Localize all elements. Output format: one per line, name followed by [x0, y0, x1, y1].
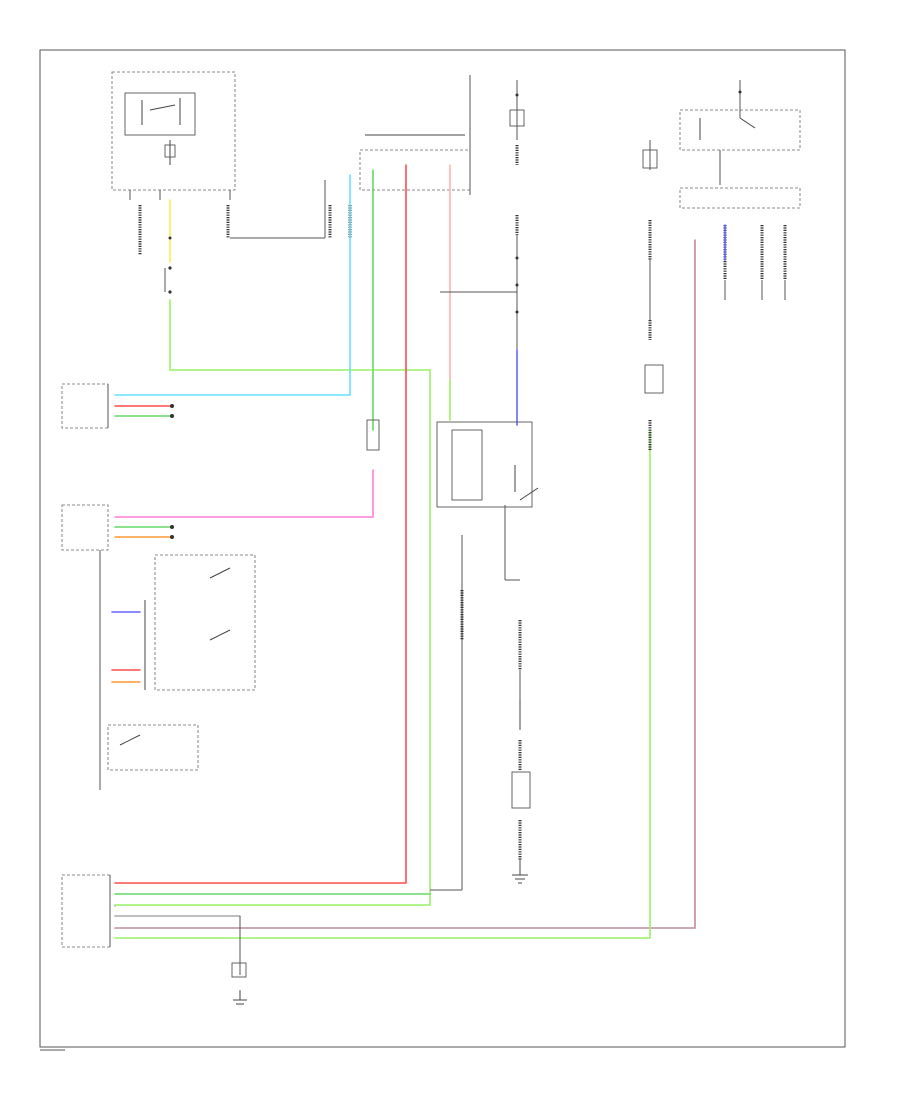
multiplex-network-body-ecu — [61, 874, 111, 948]
wire-junction-dots — [168, 236, 174, 539]
wire-red — [114, 164, 407, 884]
junction-connector — [349, 75, 471, 205]
wire-mauve-bottom — [114, 239, 696, 929]
headlight-relay-box-right — [642, 80, 801, 450]
diagram-frame — [39, 49, 846, 1048]
splice-junction-left — [164, 266, 172, 294]
relay-block-center — [430, 421, 539, 891]
wire-pink — [114, 469, 374, 518]
front-fog-lamp-connector — [61, 383, 109, 429]
fuse-relay-box-top-left — [111, 71, 236, 200]
inline-fuse-center — [366, 419, 380, 451]
wire-light-green-left — [114, 299, 431, 906]
wire-light-blue — [114, 174, 351, 396]
ground-point-left — [231, 916, 247, 1005]
ground-point-center — [512, 860, 528, 884]
combination-switch-assembly — [61, 504, 256, 790]
power-supply-column — [440, 80, 525, 350]
wire-lightgreen-bottom — [114, 429, 651, 939]
